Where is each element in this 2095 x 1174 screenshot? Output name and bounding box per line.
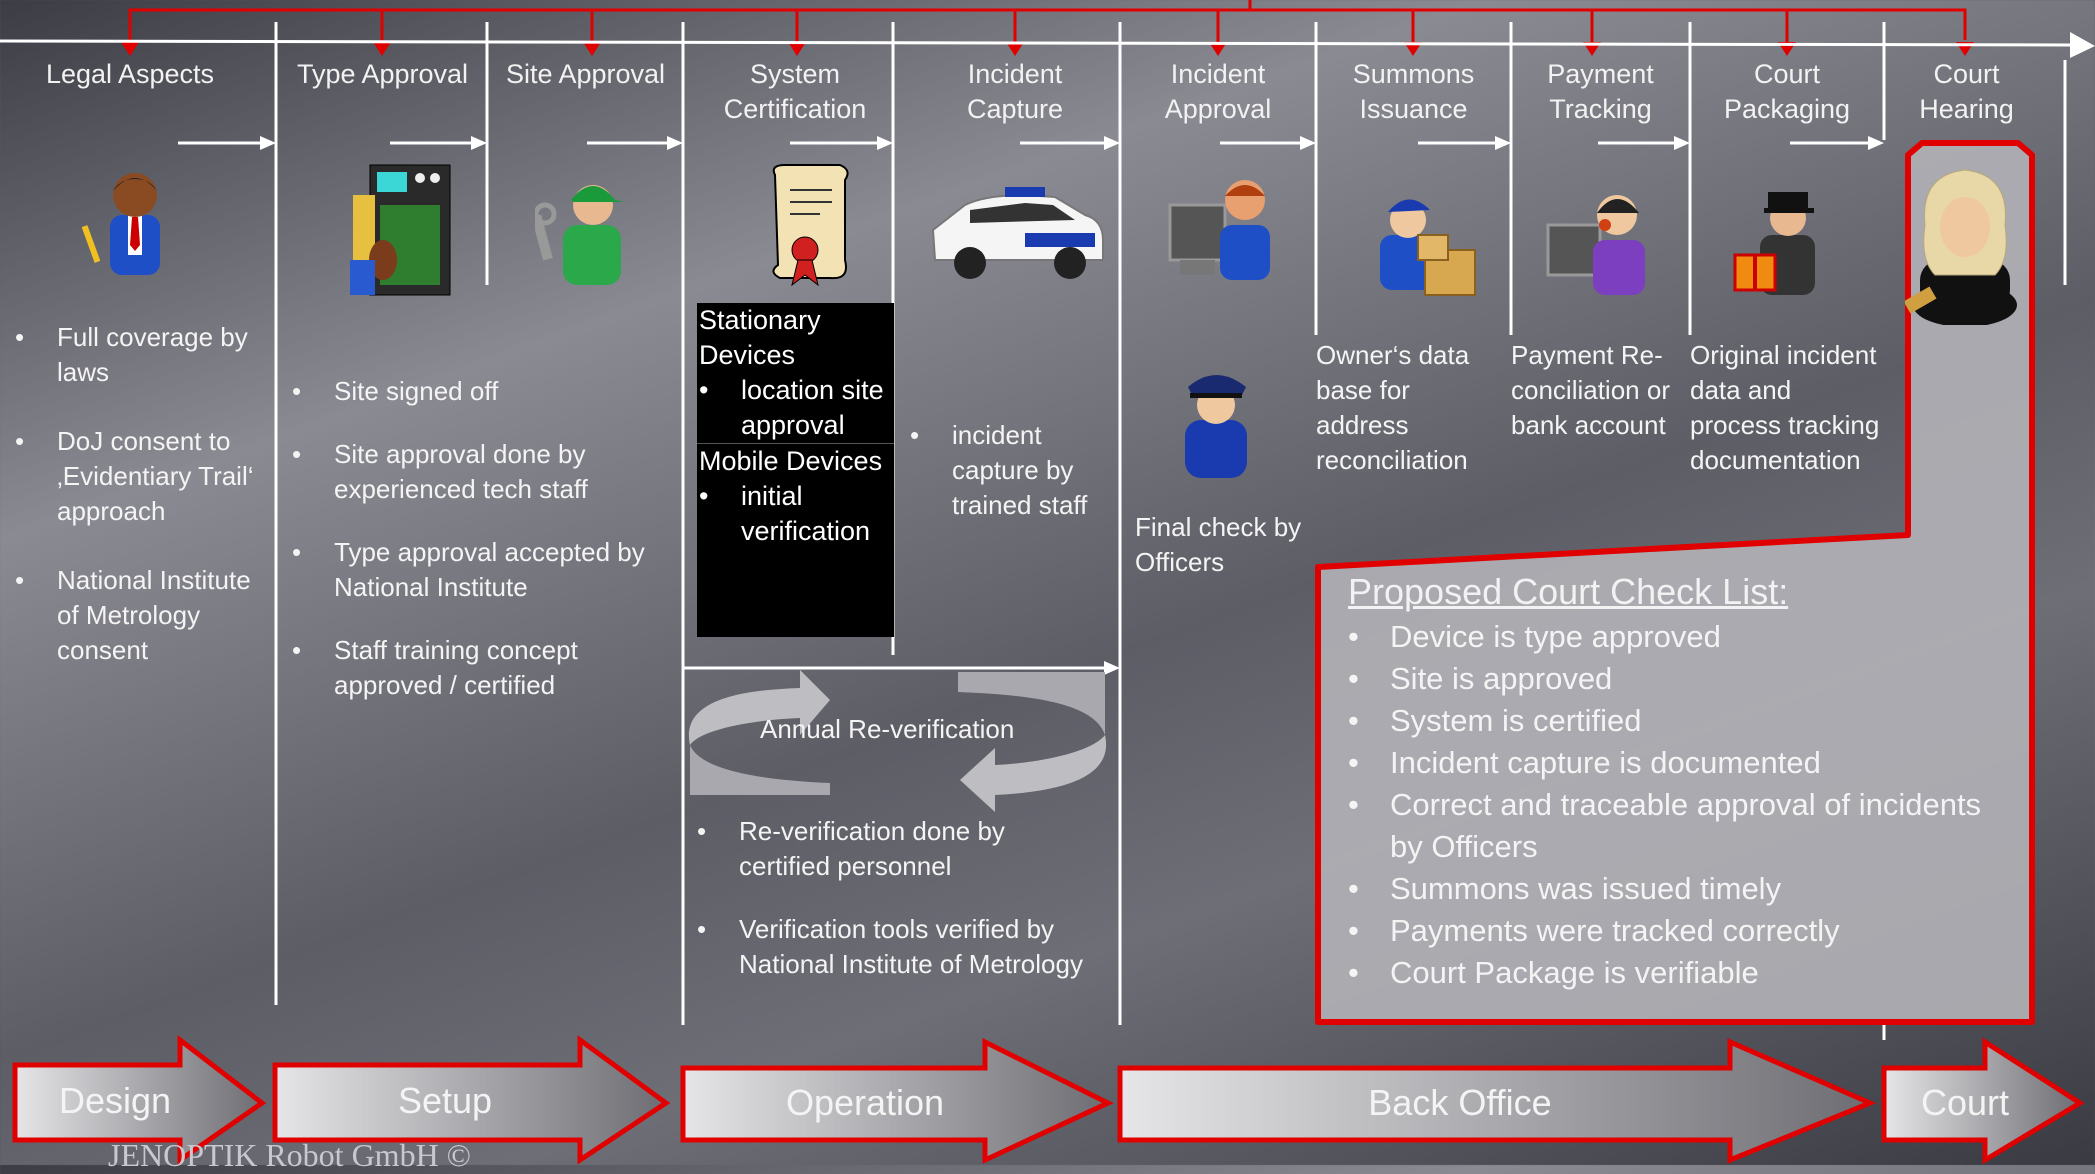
police-car-icon	[931, 187, 1104, 279]
list-item: Site signed off	[292, 374, 682, 409]
packaging-text: Original incident data and process track…	[1690, 340, 1880, 475]
list-item: National Institute of Metrology consent	[15, 563, 265, 668]
list-item: DoJ consent to ‚Evidentiary Trail‘ appro…	[15, 424, 265, 529]
mobile-devices-title: Mobile Devices	[697, 443, 894, 479]
list-item: Device is type approved	[1348, 616, 2018, 658]
measurement-device-icon	[350, 164, 451, 296]
list-item: Court Package is verifiable	[1348, 952, 2018, 994]
phase-arrow-operation	[680, 1037, 1114, 1164]
stationary-devices-title: Stationary Devices	[699, 305, 821, 370]
phase-label-setup: Setup	[397, 1080, 493, 1121]
list-item: System is certified	[1348, 700, 2018, 742]
list-item: Site is approved	[1348, 658, 2018, 700]
checklist-title: Proposed Court Check List:	[1348, 571, 1789, 612]
stage-connector-bracket	[128, 0, 1967, 44]
list-item: Type approval accepted by National Insti…	[292, 535, 682, 605]
phase-arrow-court	[1881, 1037, 2085, 1165]
stage-header-legal: Legal Aspects	[45, 59, 215, 89]
list-item: incident capture by trained staff	[910, 418, 1110, 523]
list-item: Staff training concept approved / certif…	[292, 633, 682, 703]
stationary-devices-list: location site approval	[699, 373, 894, 443]
phase-label-operation: Operation	[785, 1082, 945, 1123]
mobile-devices-list: initial verification	[699, 479, 894, 549]
list-item: Re-verification done by certified person…	[697, 814, 1097, 884]
copyright-footer: JENOPTIK Robot GmbH ©	[108, 1137, 471, 1173]
list-item: Summons was issued timely	[1348, 868, 2018, 910]
phase-label-court: Court	[1920, 1082, 2010, 1123]
stage-separators	[274, 22, 2067, 1040]
summons-text: Owner‘s data base for address reconcilia…	[1316, 340, 1470, 475]
approval-text: Final check by Officers	[1135, 512, 1302, 577]
technician-icon	[535, 185, 625, 285]
court-checklist: Proposed Court Check List: Device is typ…	[1348, 568, 2018, 994]
stage-step-arrows	[178, 136, 1884, 675]
list-item: location site approval	[699, 373, 894, 443]
legal-bullet-list: Full coverage by laws DoJ consent to ‚Ev…	[15, 320, 265, 668]
phase-arrow-setup	[272, 1035, 671, 1165]
judge-gavel-icon	[1905, 169, 2017, 325]
phase-label-back-office: Back Office	[1368, 1082, 1552, 1123]
certificate-scroll-icon	[772, 164, 849, 287]
incident-bullet-list: incident capture by trained staff	[910, 418, 1110, 523]
checklist-items: Device is type approved Site is approved…	[1348, 616, 2018, 994]
phase-arrows	[12, 1034, 2085, 1165]
reverification-bullet-list: Re-verification done by certified person…	[697, 814, 1097, 982]
list-item: Full coverage by laws	[15, 320, 265, 390]
stage-header-site-approval: Site Approval	[505, 59, 666, 89]
list-item: initial verification	[699, 479, 894, 549]
phase-arrow-back-office	[1117, 1038, 1877, 1164]
list-item: Verification tools verified by National …	[697, 912, 1097, 982]
system-certification-box: Stationary Devices location site approva…	[697, 303, 894, 637]
timeline-axis	[0, 32, 2095, 58]
reverification-cycle-arrows	[688, 670, 1107, 812]
list-item: Incident capture is documented	[1348, 742, 2018, 784]
phase-arrow-design	[12, 1034, 267, 1165]
officer-computer-icon	[1168, 180, 1270, 280]
list-item: Correct and traceable approval of incide…	[1348, 784, 2018, 868]
police-officer-icon	[1185, 375, 1247, 478]
payment-text: Payment Re-conciliation or bank account	[1511, 340, 1670, 440]
list-item: Site approval done by experienced tech s…	[292, 437, 682, 507]
phase-label-design: Design	[58, 1080, 172, 1121]
doorman-gift-icon	[1733, 192, 1815, 295]
setup-bullet-list: Site signed off Site approval done by ex…	[292, 374, 682, 703]
reverification-label: Annual Re-verification	[760, 714, 1015, 744]
courier-box-icon	[1380, 199, 1476, 296]
operator-headset-icon	[1546, 195, 1645, 295]
stage-header-type-approval: Type Approval	[296, 59, 469, 89]
list-item: Payments were tracked correctly	[1348, 910, 2018, 952]
businessman-icon	[81, 173, 160, 275]
